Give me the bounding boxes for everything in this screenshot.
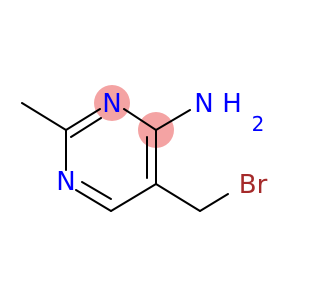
bond-c4-nh2 [155,109,191,131]
bond-n3-c4 [123,108,157,131]
bond-c6-c5 [110,183,157,212]
bond-c2-n3 [65,108,101,131]
atom-label-group: N N N H 2 Br [56,89,267,200]
atom-amine-h: H [222,89,242,119]
atom-amine-subscript: 2 [252,112,265,136]
atom-bromine: Br [239,170,268,200]
bond-n1-c6 [75,189,112,212]
atom-n-lower: N [56,167,75,197]
bond-group [21,102,229,212]
molecule-canvas: N N N H 2 Br [21,85,268,212]
atom-amine-n: N [194,89,213,119]
atom-n-upper: N [102,89,121,119]
bond-c2-n3-inner [70,117,102,138]
highlight-n-upper [94,85,130,121]
bond-n1-c6-inner [81,181,112,200]
bond-ch2-br [199,193,229,212]
bond-methyl-c2 [21,102,67,131]
bond-c5-ch2 [155,183,201,212]
